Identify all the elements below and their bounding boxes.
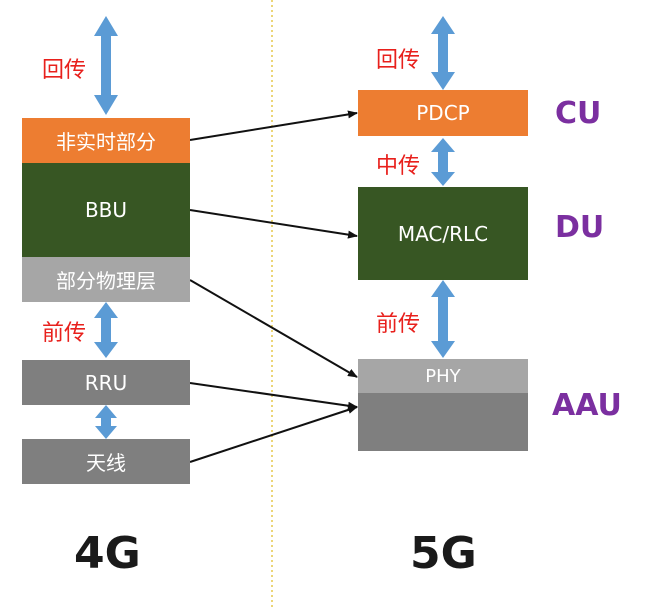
right-midhaul-arrow <box>431 138 455 186</box>
cu-label: CU <box>555 96 602 131</box>
phy-box: PHY <box>358 359 528 393</box>
arrow-bbu-to-macrlc <box>189 209 358 239</box>
pdcp-label: PDCP <box>416 101 470 125</box>
phy-label: PHY <box>425 365 461 387</box>
right-backhaul-label: 回传 <box>376 48 421 73</box>
arrow-nonrealtime-to-pdcp <box>189 110 358 141</box>
right-fronthaul-arrow <box>431 280 455 358</box>
right-fronthaul-label: 前传 <box>376 312 421 337</box>
antenna-label: 天线 <box>86 451 126 475</box>
mac-rlc-box: MAC/RLC <box>358 187 528 280</box>
mac-rlc-label: MAC/RLC <box>397 221 489 246</box>
non-realtime-label: 非实时部分 <box>56 130 156 154</box>
left-rru-antenna-arrow <box>95 405 117 439</box>
arrow-partialphy-to-phy <box>189 279 358 378</box>
rru-label: RRU <box>84 370 128 395</box>
bbu-box: BBU <box>22 163 190 257</box>
left-fronthaul-arrow <box>94 302 118 358</box>
rru-box: RRU <box>22 360 190 405</box>
right-midhaul-label: 中传 <box>376 154 421 179</box>
aau-box <box>358 393 528 451</box>
du-label: DU <box>555 210 605 245</box>
antenna-box: 天线 <box>22 439 190 484</box>
aau-label: AAU <box>552 388 622 423</box>
bbu-label: BBU <box>84 198 128 222</box>
5g-label: 5G <box>410 528 477 579</box>
partial-phy-box: 部分物理层 <box>22 257 190 302</box>
pdcp-box: PDCP <box>358 90 528 136</box>
left-backhaul-arrow <box>94 16 118 115</box>
left-backhaul-label: 回传 <box>42 58 87 83</box>
right-backhaul-arrow <box>431 16 455 90</box>
4g-label: 4G <box>74 528 141 579</box>
arrow-antenna-to-aau <box>189 406 358 463</box>
left-fronthaul-label: 前传 <box>42 321 87 346</box>
partial-phy-label: 部分物理层 <box>56 269 156 293</box>
non-realtime-box: 非实时部分 <box>22 118 190 163</box>
arrow-rru-to-aau <box>189 382 358 410</box>
